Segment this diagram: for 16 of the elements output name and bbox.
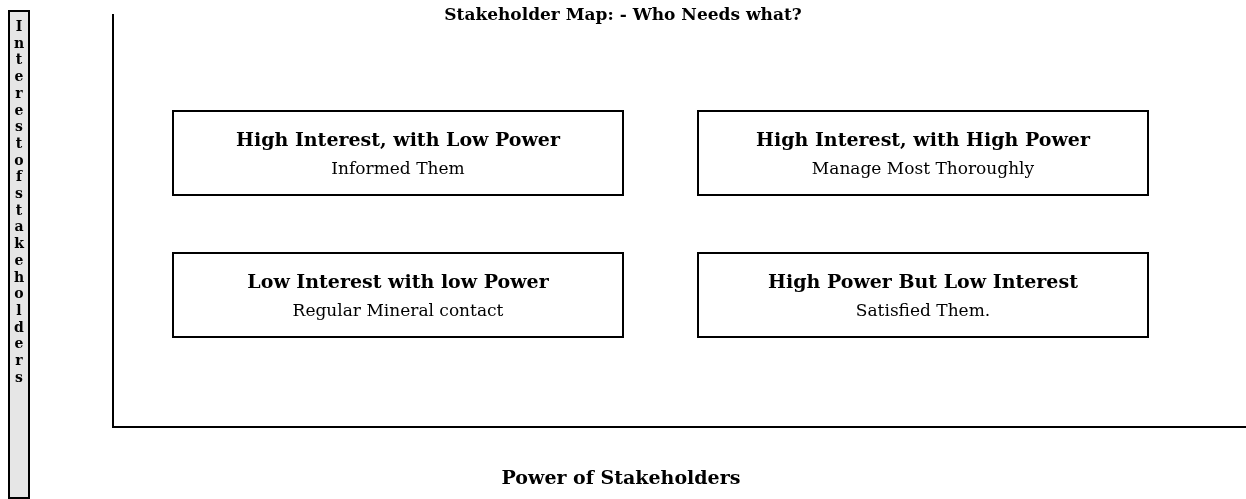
quadrant-text: Informed Them [331, 158, 465, 178]
quadrant-box [697, 110, 1149, 196]
quadrant-box [172, 252, 624, 338]
quadrant-text: Manage Most Thoroughly [811, 158, 1035, 178]
axis-title: Power of Stakeholders [501, 466, 741, 488]
quadrant-heading: High Interest, with High Power [756, 128, 1090, 150]
axis-title-box [8, 10, 30, 499]
quadrant-box [172, 110, 624, 196]
quadrant-text: Regular Mineral contact [292, 300, 504, 320]
quadrant-box [697, 252, 1149, 338]
quadrant-heading: Low Interest with low Power [247, 270, 549, 292]
quadrant-heading: High Power But Low Interest [768, 270, 1078, 292]
chart-title: Stakeholder Map: - Who Needs what? [444, 4, 802, 24]
quadrant-heading: High Interest, with Low Power [236, 128, 560, 150]
axis-title: Interestofstakeholders [13, 18, 25, 387]
quadrant-text: Satisfied Them. [855, 300, 991, 320]
